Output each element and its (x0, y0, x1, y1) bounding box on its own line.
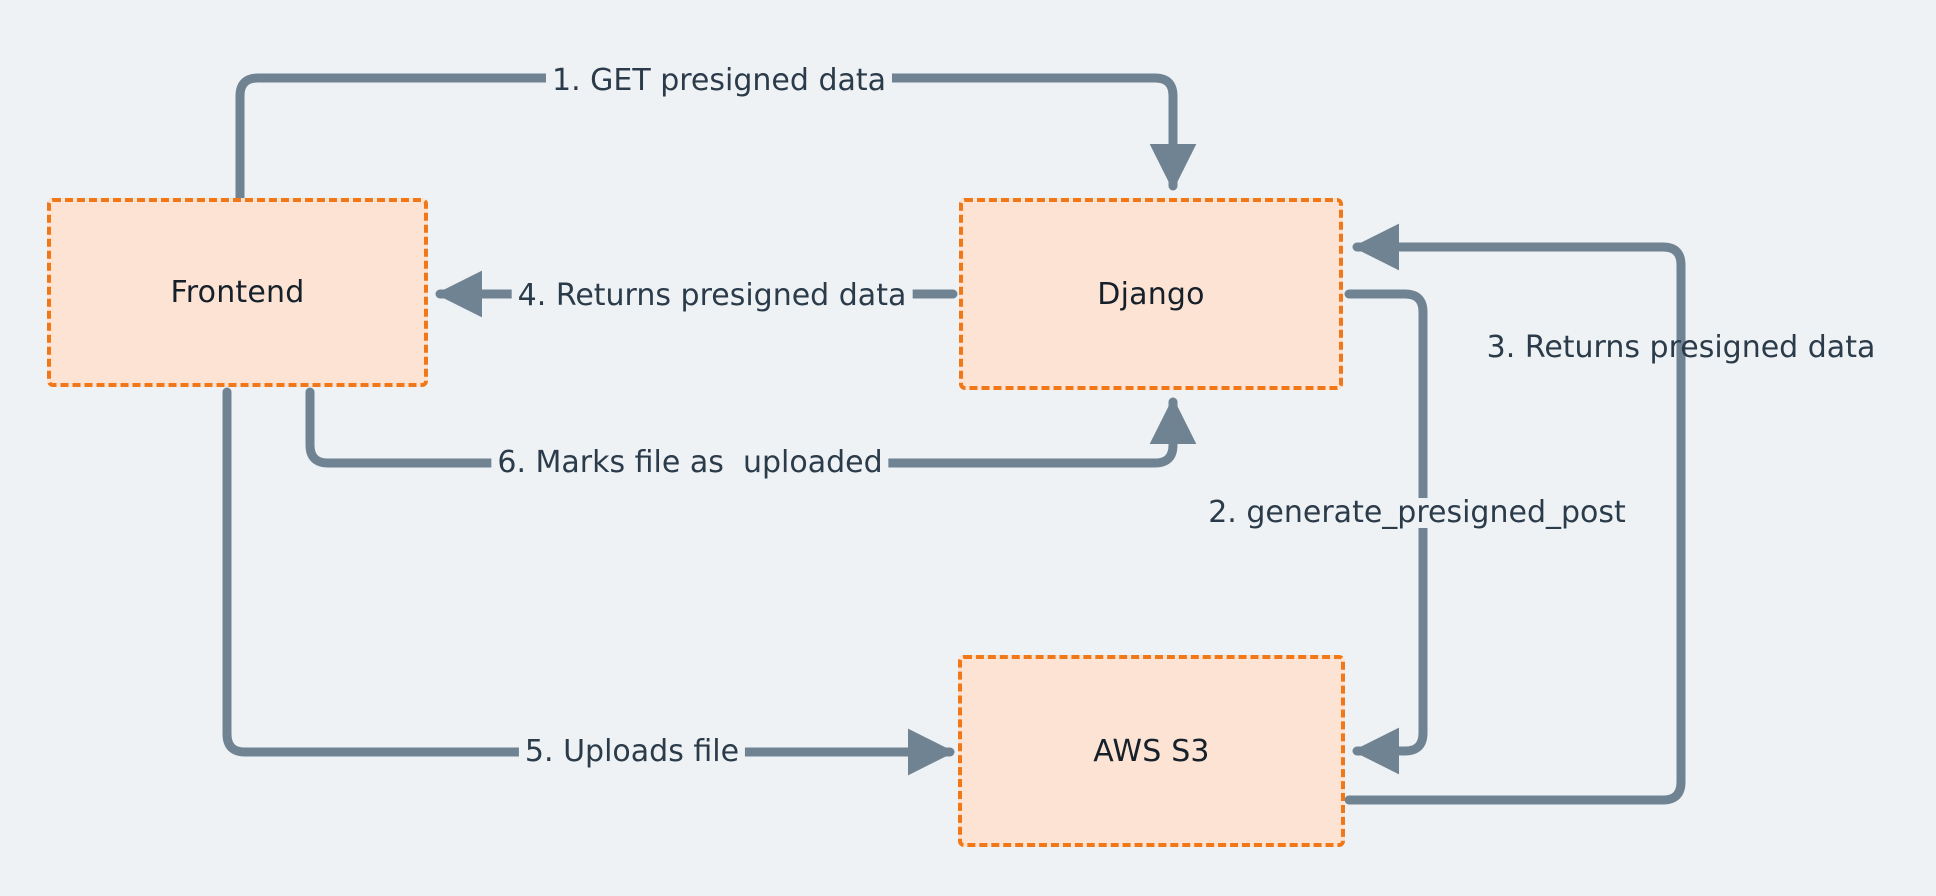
edge-label-4-returns-presigned-data: 4. Returns presigned data (511, 281, 913, 311)
edge-label-5-uploads-file: 5. Uploads file (518, 737, 746, 767)
node-aws-s3[interactable]: AWS S3 (958, 655, 1345, 847)
node-frontend[interactable]: Frontend (47, 198, 428, 387)
edge-path-3-returns-presigned-data (1344, 223, 1686, 805)
edge-path-5-uploads-file (222, 387, 955, 776)
node-frontend-label: Frontend (170, 275, 305, 310)
edge-label-1-get-presigned-data: 1. GET presigned data (545, 66, 893, 96)
node-django-label: Django (1097, 276, 1205, 312)
node-aws-s3-label: AWS S3 (1093, 733, 1210, 769)
node-django[interactable]: Django (959, 198, 1343, 390)
edge-label-2-generate-presigned-post: 2. generate_presigned_post (1202, 498, 1632, 528)
edge-label-3-returns-presigned-data: 3. Returns presigned data (1486, 330, 1876, 365)
edge-label-6-marks-file-as-uploaded: 6. Marks file as uploaded (491, 448, 889, 478)
